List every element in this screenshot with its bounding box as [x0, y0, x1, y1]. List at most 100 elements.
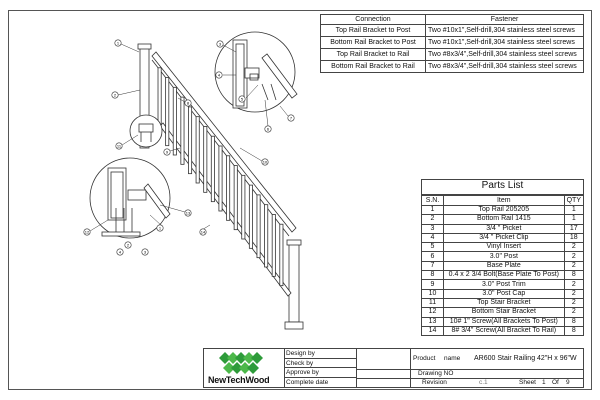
sn-cell: 4	[421, 232, 444, 244]
product-name: AR600 Stair Railing 42"H x 96"W	[474, 355, 577, 362]
picket	[248, 184, 253, 249]
picket	[218, 145, 223, 212]
callout-number: 2	[114, 92, 117, 97]
qty-cell: 2	[563, 307, 585, 318]
qty-cell: 18	[563, 232, 585, 244]
fastener-cell: Two #10x1",Self-drill,304 stainless stee…	[425, 36, 584, 49]
picket	[210, 135, 215, 203]
callout-circle	[215, 71, 223, 79]
item-cell: 10# 1" Screw(All Brackets To Post)	[443, 316, 565, 327]
qty-cell: 2	[563, 242, 585, 253]
item-cell: 3/4 " Picket Clip	[443, 232, 565, 244]
drawing-no-label: Drawing NO	[418, 370, 454, 377]
callout-number: 4	[218, 72, 221, 77]
connection-cell: Bottom Rail Bracket to Post	[320, 36, 426, 49]
item-cell: 3.0" Post Cap	[443, 288, 565, 299]
sn-cell: 9	[421, 279, 444, 290]
of-label: Of	[552, 379, 559, 386]
callout-circle	[264, 125, 272, 133]
callout-circle	[124, 241, 132, 249]
qty-cell: 2	[563, 297, 585, 309]
fastener-header: Fastener	[425, 14, 584, 25]
callout-number: 12	[85, 229, 90, 234]
callout-circle	[287, 114, 295, 122]
callout-number: 3	[219, 41, 222, 46]
connection-cell: Top Rail Bracket to Post	[320, 24, 426, 37]
callout-circle	[141, 248, 149, 256]
revision-label: Revision	[422, 379, 447, 386]
callout-number: 14	[201, 229, 206, 234]
callout-number: 13	[186, 210, 191, 215]
item-cell: Bottom Rail 1415	[443, 214, 565, 225]
sn-header: S.N.	[421, 195, 444, 206]
qty-cell: 2	[563, 260, 585, 272]
sn-cell: 2	[421, 214, 444, 225]
name-label: name	[444, 355, 461, 362]
sheet-number: 1	[542, 379, 546, 386]
picket	[226, 155, 231, 221]
item-cell: 0.4 x 2 3/4 Bolt(Base Plate To Post)	[443, 270, 565, 281]
picket	[233, 165, 238, 231]
connection-cell: Top Rail Bracket to Rail	[320, 48, 426, 61]
sn-cell: 14	[421, 325, 444, 337]
picket	[241, 174, 246, 240]
callout-circle	[163, 148, 171, 156]
callout-circle	[216, 40, 224, 48]
callout-circle	[238, 95, 246, 103]
approve-by-label: Approve by	[284, 368, 357, 378]
sn-cell: 12	[421, 307, 444, 318]
qty-cell: 8	[563, 270, 585, 281]
complete-date-label: Complete date	[284, 377, 357, 387]
brand-name: NewTechWood	[208, 375, 270, 385]
item-cell: 3/4 " Picket	[443, 223, 565, 234]
qty-cell: 17	[563, 223, 585, 234]
design-by-label: Design by	[284, 349, 357, 359]
sn-cell: 8	[421, 270, 444, 281]
callout-number: 5	[241, 96, 244, 101]
callout-number: 6	[267, 126, 270, 131]
callout-number: 8	[187, 100, 190, 105]
callout-circle	[199, 228, 207, 236]
parts-list-title: Parts List	[421, 179, 584, 195]
connection-header: Connection	[320, 14, 426, 25]
revision-value: c.1	[479, 379, 488, 386]
newtechwood-logo-icon	[219, 352, 263, 374]
callout-number: 3	[144, 249, 147, 254]
top-rail	[151, 51, 297, 233]
callout-number: 10	[263, 159, 268, 164]
sn-cell: 6	[421, 251, 444, 262]
picket	[188, 106, 193, 175]
callout-circle	[261, 158, 269, 166]
callout-circle	[83, 228, 91, 236]
qty-cell: 8	[563, 325, 585, 337]
callout-number: 1	[159, 225, 162, 230]
item-cell: 3.0" Post	[443, 251, 565, 262]
callout-circle	[111, 91, 119, 99]
sheet-label: Sheet	[519, 379, 536, 386]
qty-cell: 2	[563, 251, 585, 262]
callout-number: 4	[119, 249, 122, 254]
item-cell: 8# 3/4" Screw(All Bracket To Rail)	[443, 325, 565, 337]
right-post-cap	[286, 239, 302, 246]
callout-circle	[156, 224, 164, 232]
connection-cell: Bottom Rail Bracket to Rail	[320, 60, 426, 73]
callout-number: 7	[290, 115, 293, 120]
qty-cell: 2	[563, 279, 585, 290]
item-cell: Bottom Stair Bracket	[443, 307, 565, 318]
picket	[195, 116, 200, 184]
